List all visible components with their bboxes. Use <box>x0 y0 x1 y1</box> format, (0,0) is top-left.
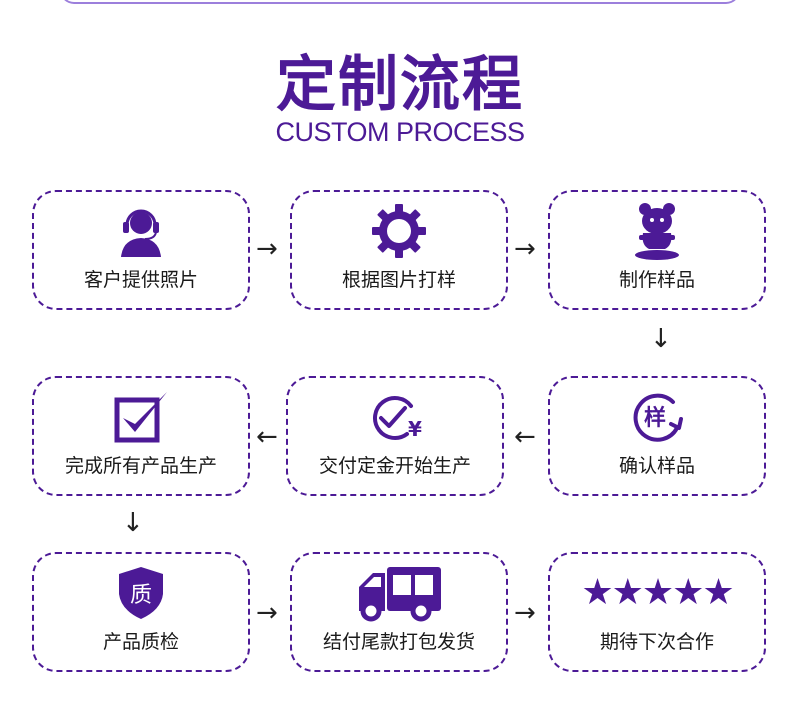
step-make-sample: 制作样品 <box>548 190 766 310</box>
arrow-right-icon: → <box>256 234 278 264</box>
arrow-left-icon: ← <box>256 422 278 452</box>
svg-text:质: 质 <box>130 583 152 608</box>
arrow-left-icon: ← <box>514 422 536 452</box>
step-look-forward-cooperation: ★★★★★ 期待下次合作 <box>548 552 766 672</box>
delivery-truck-icon <box>292 564 506 622</box>
customer-service-headset-icon <box>34 202 248 260</box>
arrow-right-icon: → <box>514 234 536 264</box>
step-label: 交付定金开始生产 <box>318 455 471 477</box>
svg-text:¥: ¥ <box>408 417 422 441</box>
page-subtitle: CUSTOM PROCESS <box>275 117 525 147</box>
figurine-sample-icon <box>550 202 764 260</box>
checkbox-checked-icon <box>34 388 248 446</box>
arrow-down-icon: ↓ <box>650 324 672 354</box>
step-customer-provides-photo: 客户提供照片 <box>32 190 250 310</box>
page-title: 定制流程 <box>276 50 524 120</box>
step-label: 客户提供照片 <box>83 269 198 291</box>
step-label: 结付尾款打包发货 <box>322 631 475 653</box>
sample-confirm-icon: 样 <box>550 388 764 446</box>
gear-icon <box>292 202 506 260</box>
step-complete-production: 完成所有产品生产 <box>32 376 250 496</box>
step-label: 制作样品 <box>618 269 695 291</box>
arrow-down-icon: ↓ <box>122 508 144 538</box>
five-stars-icon: ★★★★★ <box>581 572 734 613</box>
top-decorative-bar <box>60 0 740 4</box>
step-deposit-start-production: ¥ 交付定金开始生产 <box>286 376 504 496</box>
step-sample-from-photo: 根据图片打样 <box>290 190 508 310</box>
step-label: 产品质检 <box>102 631 179 653</box>
step-label: 完成所有产品生产 <box>64 455 217 477</box>
step-confirm-sample: 样 确认样品 <box>548 376 766 496</box>
step-label: 期待下次合作 <box>599 631 714 653</box>
arrow-right-icon: → <box>256 598 278 628</box>
arrow-right-icon: → <box>514 598 536 628</box>
svg-text:样: 样 <box>644 405 666 431</box>
step-final-payment-shipping: 结付尾款打包发货 <box>290 552 508 672</box>
deposit-payment-icon: ¥ <box>288 388 502 446</box>
quality-shield-icon: 质 <box>34 564 248 622</box>
step-quality-inspection: 质 产品质检 <box>32 552 250 672</box>
step-label: 根据图片打样 <box>341 269 456 291</box>
step-label: 确认样品 <box>618 455 695 477</box>
